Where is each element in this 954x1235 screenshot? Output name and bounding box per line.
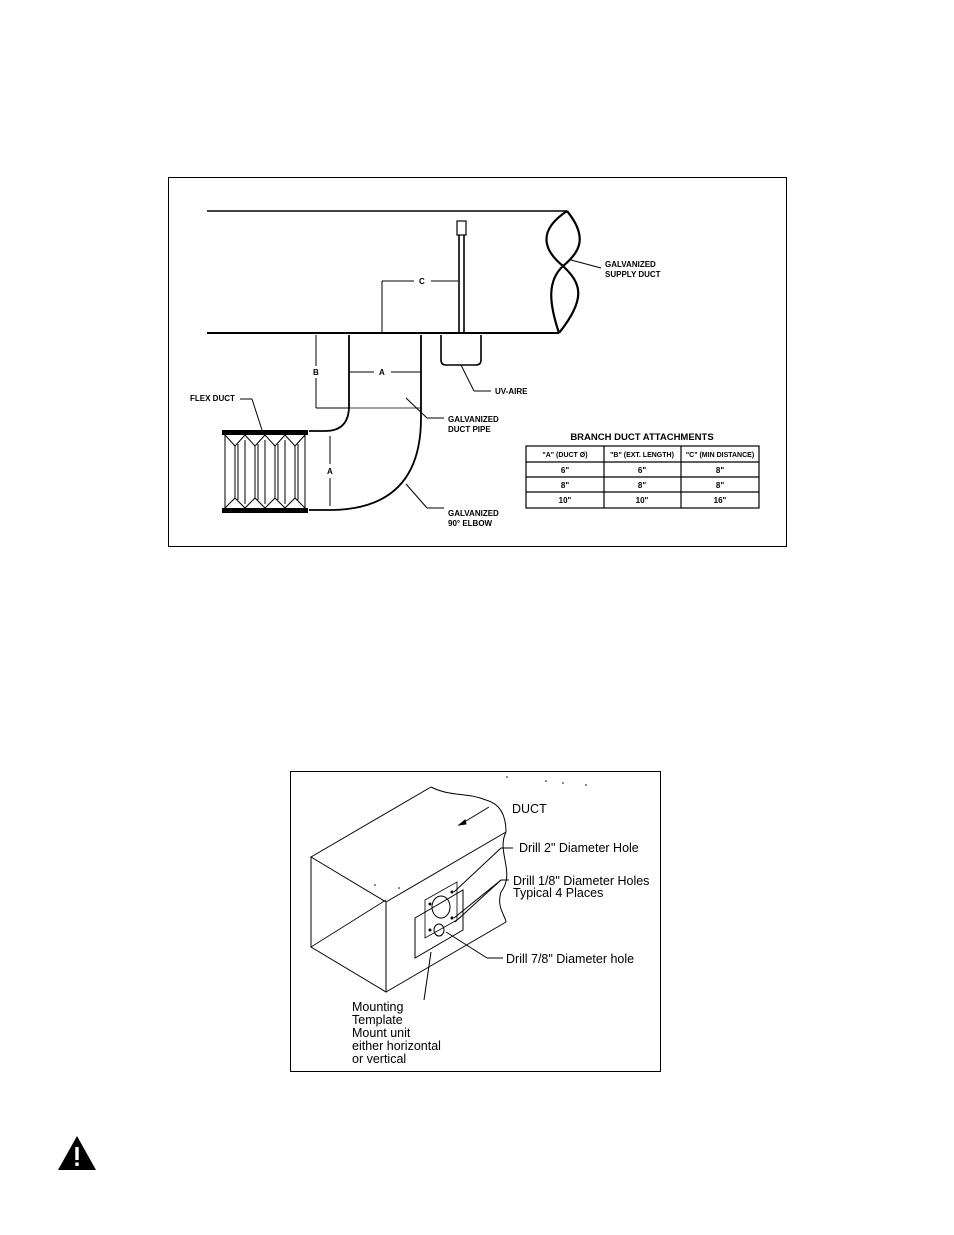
table-cell: 10" [636, 496, 649, 505]
uv-aire-unit [440, 335, 482, 366]
table-cell: 8" [716, 481, 724, 490]
warning-triangle-icon [58, 1136, 96, 1170]
elbow-label-2: 90° ELBOW [448, 519, 493, 528]
dimension-a-vertical-label: A [327, 467, 333, 476]
supply-duct-label-1: GALVANIZED [605, 260, 656, 269]
mounting-label-2: Template [352, 1013, 403, 1027]
duct-front-top-edge [385, 831, 507, 903]
supply-duct-break-line-1 [545, 210, 580, 334]
mounting-label-5: or vertical [352, 1052, 406, 1066]
table-cell: 8" [561, 481, 569, 490]
duct-pipe-inner [309, 335, 350, 432]
table-cell: 16" [714, 496, 727, 505]
supply-duct-break-line-2 [550, 210, 581, 334]
table-cell: 8" [716, 466, 724, 475]
branch-duct-figure: GALVANIZED SUPPLY DUCT UV-AIRE GALVANIZE… [168, 177, 787, 547]
table-cell: 8" [638, 481, 646, 490]
duct-break-top [430, 786, 507, 833]
drill-1-8-label-2: Typical 4 Places [513, 886, 603, 900]
table-header-c: "C" (MIN DISTANCE) [686, 452, 754, 459]
table-cell: 6" [638, 466, 646, 475]
duct-top-edge [310, 786, 432, 858]
dimension-c-label: C [419, 277, 425, 286]
flex-duct-label: FLEX DUCT [190, 394, 235, 403]
uv-aire-label: UV-AIRE [495, 387, 528, 396]
mounting-label-4: either horizontal [352, 1039, 441, 1053]
mounting-label-1: Mounting [352, 1000, 403, 1014]
dimension-a-label: A [379, 368, 385, 377]
duct-front-bottom-edge [385, 921, 507, 993]
table-cell: 10" [559, 496, 572, 505]
supply-duct-label-2: SUPPLY DUCT [605, 270, 661, 279]
mounting-template-figure: DUCT Drill 2" Diameter Hole Drill 1/8" D… [290, 771, 661, 1072]
mounting-template-drawing: DUCT Drill 2" Diameter Hole Drill 1/8" D… [310, 776, 649, 1066]
duct-label: DUCT [512, 802, 547, 816]
dimension-b-label: B [313, 368, 319, 377]
branch-duct-drawing: GALVANIZED SUPPLY DUCT UV-AIRE GALVANIZE… [190, 210, 760, 528]
two-inch-hole [431, 895, 451, 919]
table-header-b: "B" (EXT. LENGTH) [610, 452, 674, 459]
duct-pipe-label-1: GALVANIZED [448, 415, 499, 424]
flex-duct-bottom-band [222, 508, 308, 513]
flex-duct-body [224, 434, 306, 509]
drill-2-inch-label: Drill 2" Diameter Hole [519, 841, 639, 855]
mounting-label-3: Mount unit [352, 1026, 411, 1040]
uv-probe-cap [456, 220, 467, 236]
drill-7-8-label: Drill 7/8" Diameter hole [506, 952, 634, 966]
flex-duct-top-band [222, 430, 308, 435]
duct-pipe-label-2: DUCT PIPE [448, 425, 491, 434]
seven-eighths-hole [433, 923, 445, 937]
table-title: BRANCH DUCT ATTACHMENTS [570, 432, 713, 443]
duct-end-face [310, 856, 387, 993]
elbow-label-1: GALVANIZED [448, 509, 499, 518]
drill-1-8-label-1: Drill 1/8" Diameter Holes [513, 874, 649, 888]
branch-duct-table-grid [525, 445, 760, 509]
duct-break-side [499, 831, 508, 923]
table-cell: 6" [561, 466, 569, 475]
elbow-outer [309, 335, 422, 511]
table-header-a: "A" (DUCT Ø) [542, 452, 587, 459]
